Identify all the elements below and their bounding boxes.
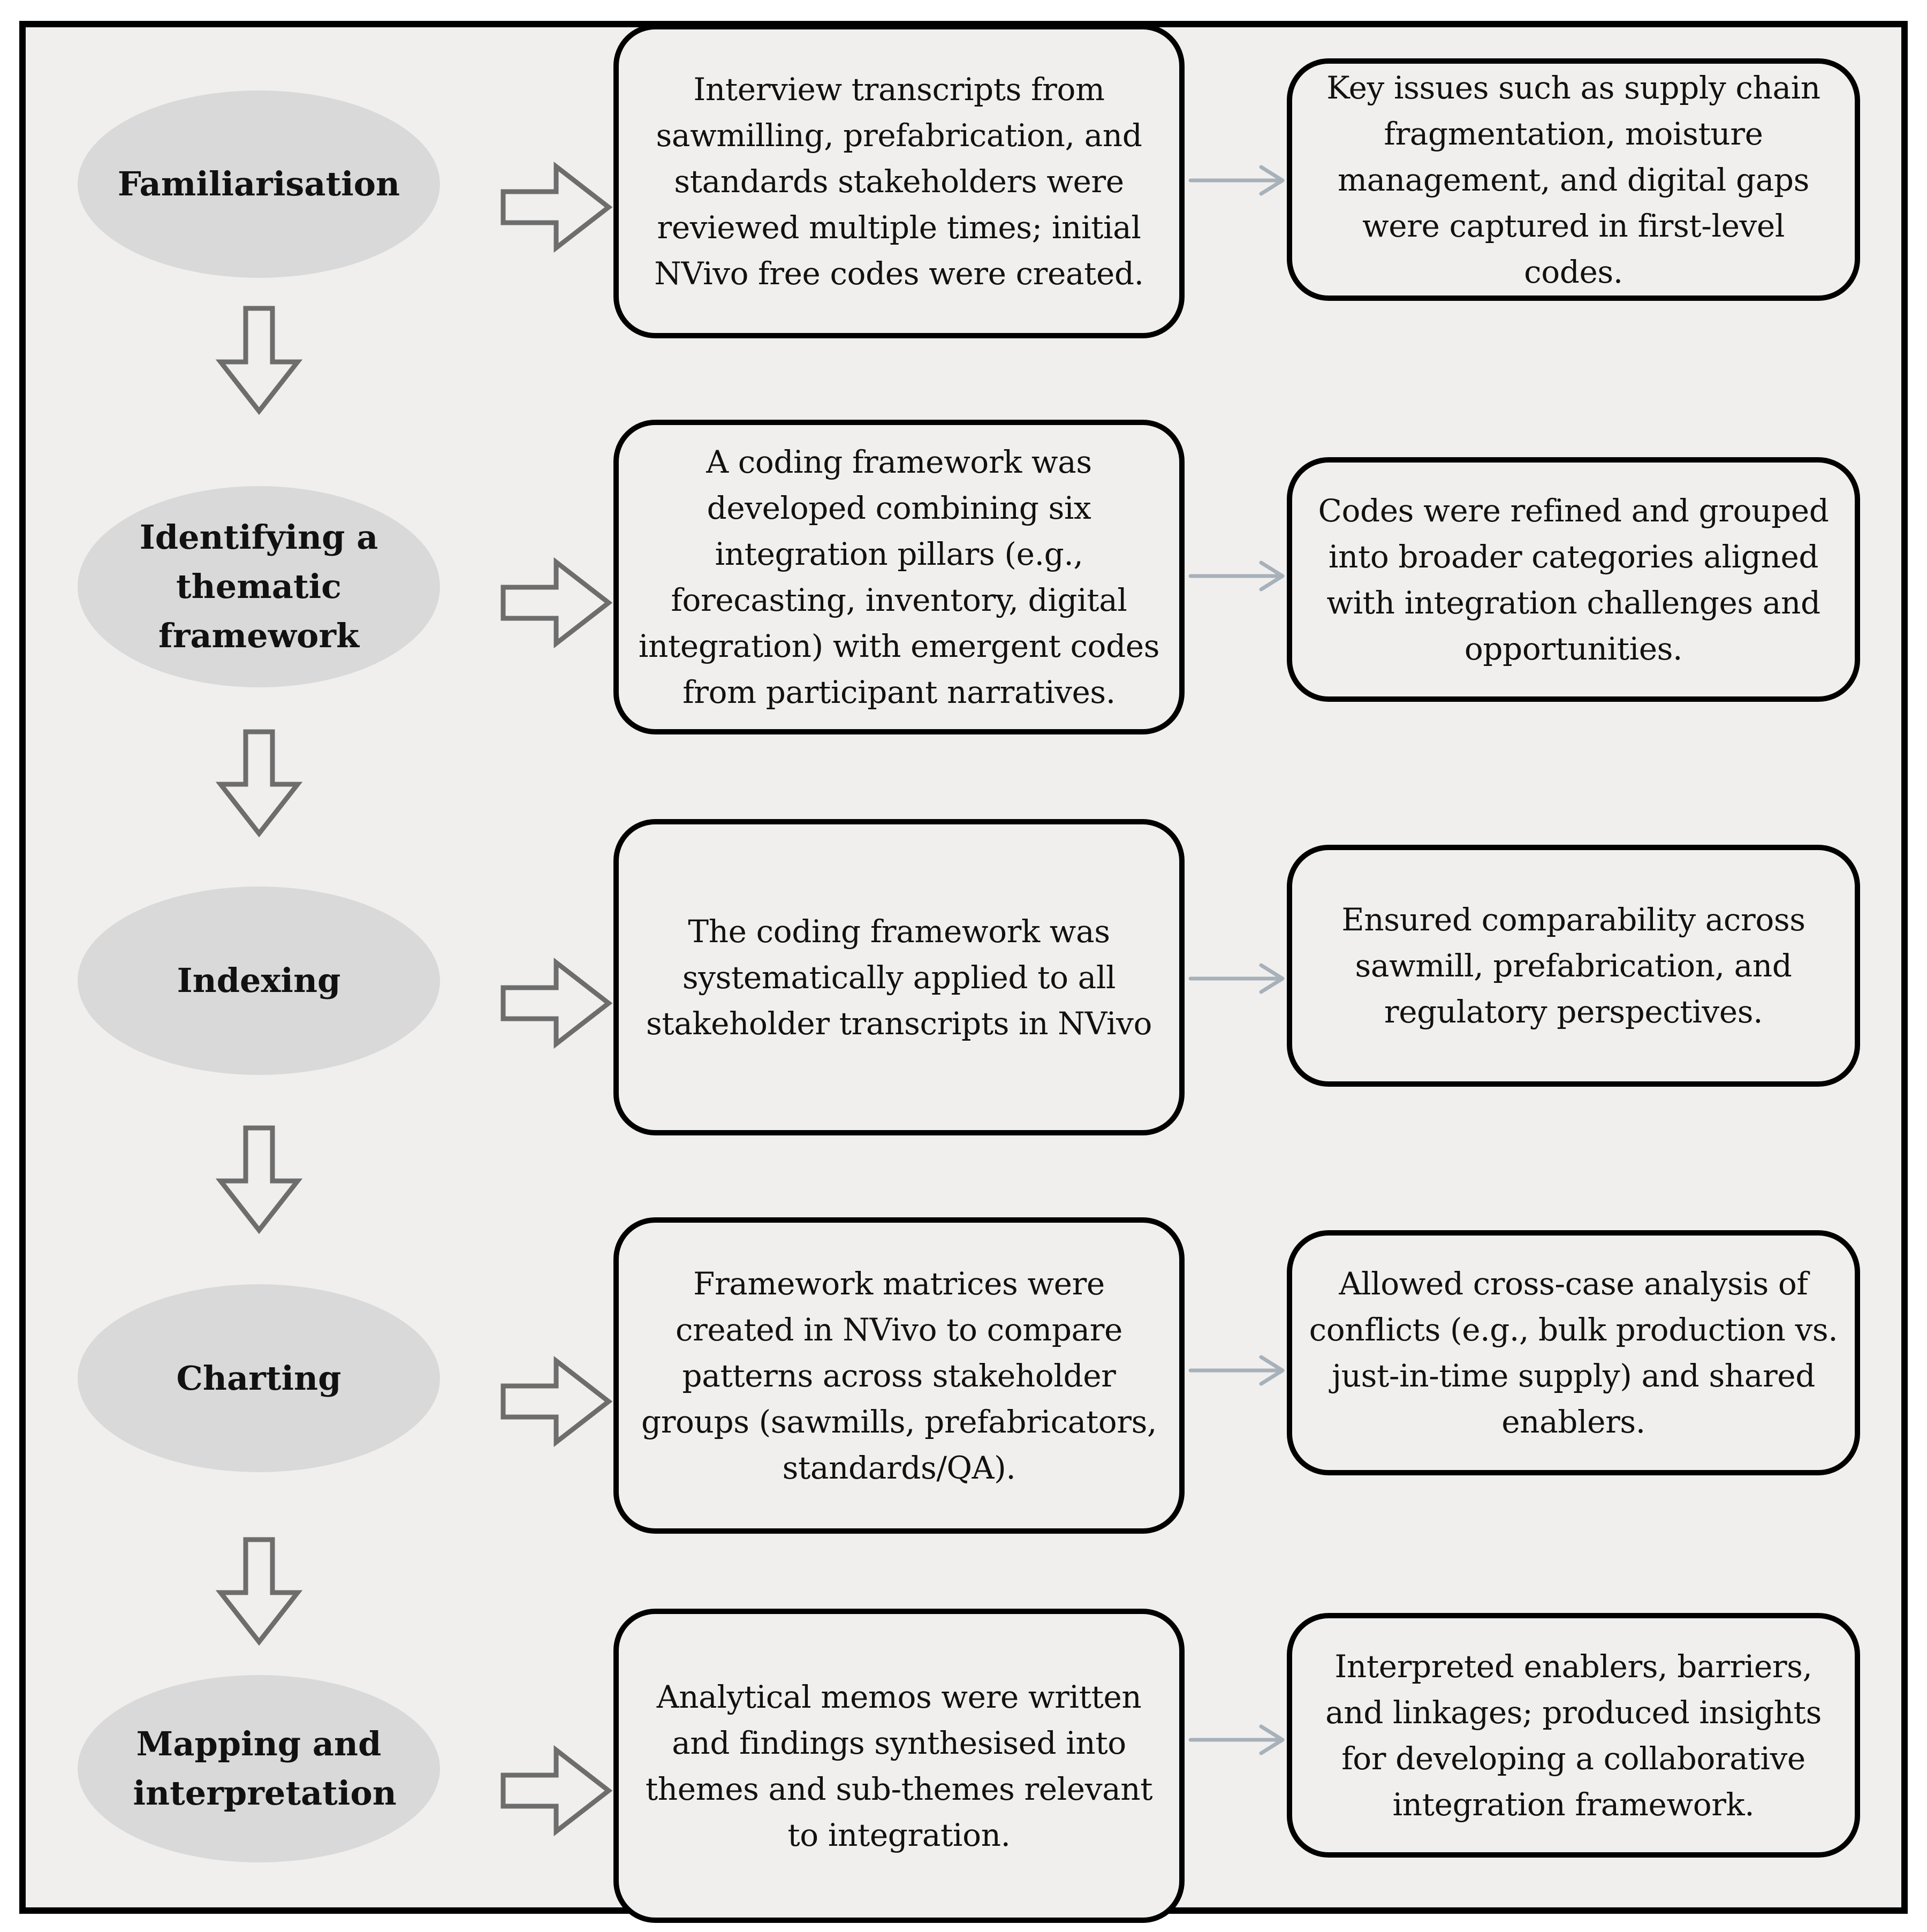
process-box-indexing: The coding framework was systematically … xyxy=(613,819,1185,1135)
stage-label: Mapping and interpretation xyxy=(133,1724,397,1813)
stage-identifying-thematic-framework: Identifying a thematic framework xyxy=(78,486,440,687)
outcome-box-mapping: Interpreted enablers, barriers, and link… xyxy=(1287,1613,1860,1858)
process-text: The coding framework was systematically … xyxy=(646,913,1152,1042)
stage-label: Indexing xyxy=(177,961,341,1000)
outcome-box-familiarisation: Key issues such as supply chain fragment… xyxy=(1287,58,1860,301)
stage-label: Identifying a thematic framework xyxy=(139,518,378,655)
outcome-box-indexing: Ensured comparability across sawmill, pr… xyxy=(1287,845,1860,1087)
process-box-mapping: Analytical memos were written and findin… xyxy=(613,1609,1185,1923)
process-box-charting: Framework matrices were created in NVivo… xyxy=(613,1217,1185,1534)
outcome-text: Key issues such as supply chain fragment… xyxy=(1326,69,1820,290)
outcome-box-charting: Allowed cross-case analysis of conflicts… xyxy=(1287,1230,1860,1475)
stage-label: Charting xyxy=(176,1358,342,1398)
outcome-text: Codes were refined and grouped into broa… xyxy=(1318,492,1829,667)
outcome-text: Ensured comparability across sawmill, pr… xyxy=(1341,901,1805,1030)
stage-familiarisation: Familiarisation xyxy=(78,90,440,278)
process-text: A coding framework was developed combini… xyxy=(638,444,1160,710)
stage-indexing: Indexing xyxy=(78,887,440,1075)
outcome-text: Interpreted enablers, barriers, and link… xyxy=(1325,1648,1822,1823)
stage-label: Familiarisation xyxy=(117,164,400,203)
process-text: Analytical memos were written and findin… xyxy=(645,1678,1153,1853)
stage-mapping-and-interpretation: Mapping and interpretation xyxy=(78,1675,440,1862)
stage-charting: Charting xyxy=(78,1284,440,1472)
process-text: Framework matrices were created in NVivo… xyxy=(641,1265,1157,1486)
process-text: Interview transcripts from sawmilling, p… xyxy=(654,71,1144,292)
process-box-thematic-framework: A coding framework was developed combini… xyxy=(613,420,1185,734)
outcome-box-thematic-framework: Codes were refined and grouped into broa… xyxy=(1287,457,1860,702)
process-box-familiarisation: Interview transcripts from sawmilling, p… xyxy=(613,24,1185,338)
outcome-text: Allowed cross-case analysis of conflicts… xyxy=(1309,1266,1838,1440)
